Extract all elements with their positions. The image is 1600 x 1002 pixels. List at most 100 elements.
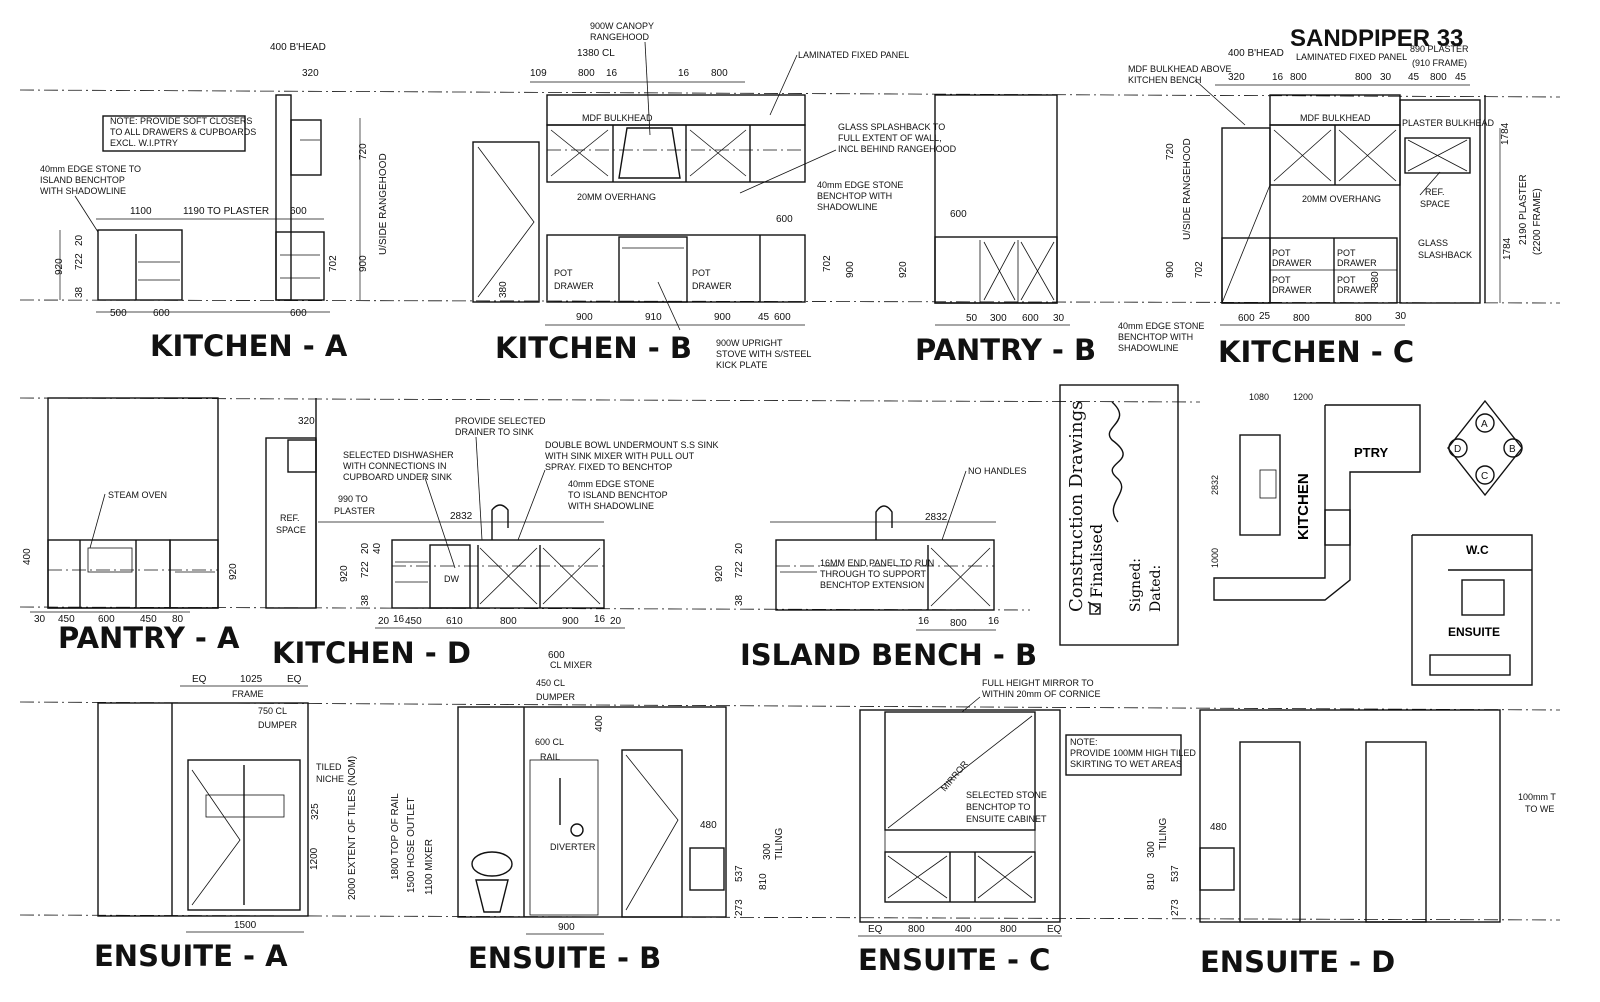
annotation-text: SHADOWLINE [1118, 343, 1179, 353]
pantry-a-title: PANTRY - A [58, 621, 240, 655]
plan-kitchen: KITCHEN [1295, 473, 1312, 540]
annotation-text: 900 [845, 261, 856, 278]
annotation-text: 400 [22, 548, 33, 565]
annotation-text: 30 [34, 614, 46, 625]
annotation-text: 450 [405, 616, 422, 627]
kitchen-c-elevation: MDF BULKHEAD ABOVE KITCHEN BENCH LAMINAT… [1118, 44, 1543, 369]
annotation-text: 1080 [1249, 392, 1269, 402]
annotation-text: 600 [153, 308, 170, 319]
annotation-text: GLASS SPLASHBACK TO [838, 122, 945, 132]
annotation-text: 1100 [130, 206, 152, 217]
annotation-text: 600 CL [535, 737, 564, 747]
annotation-text: REF. [1425, 187, 1445, 197]
annotation-text: EQ [1047, 924, 1062, 935]
annotation-text: 16 [678, 68, 690, 79]
annotation-text: 40mm EDGE STONE TO [40, 164, 141, 174]
annotation-text: 750 CL [258, 706, 287, 716]
annotation-text: C [1481, 471, 1488, 482]
annotation-text: 38 [734, 594, 745, 606]
annotation-text: 600 [776, 214, 793, 225]
annotation-text: 800 [1290, 72, 1307, 83]
annotation-text: 810 [1146, 873, 1157, 890]
annotation-text: KITCHEN BENCH [1128, 75, 1202, 85]
annotation-text: 800 [1355, 313, 1372, 324]
annotation-text: 722 [734, 561, 745, 578]
annotation-text: 800 [950, 618, 967, 629]
annotation-text: 1000 [1210, 548, 1220, 568]
annotation-text: PROVIDE 100MM HIGH TILED [1070, 748, 1196, 758]
annotation-text: 16MM END PANEL TO RUN [820, 558, 934, 568]
ensuite-c-title: ENSUITE - C [858, 943, 1050, 977]
annotation-text: RAIL [540, 752, 560, 762]
annotation-text: 1200 [1293, 392, 1313, 402]
annotation-text: 45 [758, 312, 770, 323]
annotation-text: NOTE: PROVIDE SOFT CLOSERS [110, 116, 252, 126]
annotation-text: (910 FRAME) [1412, 58, 1467, 68]
annotation-text: 38 [74, 286, 85, 298]
annotation-text: DRAWER [1337, 285, 1377, 295]
annotation-text: PLASTER [334, 506, 376, 516]
annotation-text: 537 [734, 865, 745, 882]
annotation-text: 50 [966, 313, 978, 324]
annotation-text: 80 [172, 614, 184, 625]
annotation-text: WITH SHADOWLINE [40, 186, 126, 196]
annotation-text: 600 [290, 308, 307, 319]
annotation-text: 722 [74, 253, 85, 270]
annotation-text: 722 [360, 561, 371, 578]
annotation-text: CL MIXER [550, 660, 593, 670]
annotation-text: SHADOWLINE [817, 202, 878, 212]
annotation-text: POT [1272, 248, 1291, 258]
annotation-text: 800 [908, 924, 925, 935]
annotation-text: DRAWER [554, 281, 594, 291]
annotation-text: 1500 HOSE OUTLET [406, 797, 417, 893]
annotation-text: 16 [606, 68, 618, 79]
annotation-text: 400 [594, 715, 605, 732]
annotation-text: 920 [714, 565, 725, 582]
annotation-text: NOTE: [1070, 737, 1098, 747]
annotation-text: 300 [762, 843, 773, 860]
annotation-text: ENSUITE CABINET [966, 814, 1047, 824]
annotation-text: FULL EXTENT OF WALL, [838, 133, 942, 143]
annotation-text: EQ [192, 674, 207, 685]
annotation-text: 45 [1455, 72, 1467, 83]
annotation-text: 600 [290, 206, 307, 217]
annotation-text: SPACE [1420, 199, 1450, 209]
annotation-text: CUPBOARD UNDER SINK [343, 472, 452, 482]
annotation-text: 920 [54, 258, 65, 275]
annotation-text: 1190 TO PLASTER [183, 206, 269, 217]
annotation-text: 1025 [240, 674, 263, 685]
annotation-text: 900 [714, 312, 731, 323]
annotation-text: BENCHTOP WITH [1118, 332, 1193, 342]
annotation-text: 900 [558, 922, 575, 933]
annotation-text: 1500 [234, 920, 257, 931]
annotation-text: 100mm T [1518, 792, 1556, 802]
annotation-text: MDF BULKHEAD ABOVE [1128, 64, 1232, 74]
annotation-text: 900 [576, 312, 593, 323]
annotation-text: 16 [393, 614, 405, 625]
kitchen-d-title: KITCHEN - D [272, 636, 471, 670]
annotation-text: 920 [339, 565, 350, 582]
annotation-text: SKIRTING TO WET AREAS [1070, 759, 1182, 769]
annotation-text: STOVE WITH S/STEEL [716, 349, 811, 359]
annotation-text: 400 B'HEAD [270, 42, 326, 53]
annotation-text: DRAWER [1337, 258, 1377, 268]
annotation-text: 30 [1380, 72, 1392, 83]
annotation-text: MIRROR [939, 759, 970, 794]
annotation-text: 720 [1165, 143, 1176, 160]
annotation-text: 702 [1194, 261, 1205, 278]
annotation-text: A [1481, 419, 1488, 430]
ensuite-b-elevation: CL MIXER 450 CL DUMPER 600 CL RAIL DIVER… [457, 650, 785, 975]
annotation-text: 273 [734, 899, 745, 916]
annotation-text: 800 [500, 616, 517, 627]
floor-plan: 1080 1200 2832 1000 PTRY KITCHEN W.C ENS… [1210, 392, 1533, 686]
annotation-text: BENCHTOP WITH [817, 191, 892, 201]
annotation-text: 2832 [925, 512, 948, 523]
annotation-text: NICHE [316, 774, 344, 784]
annotation-text: LAMINATED FIXED PANEL [1296, 52, 1407, 62]
annotation-text: 890 PLASTER [1410, 44, 1469, 54]
annotation-text: STEAM OVEN [108, 490, 167, 500]
annotation-text: 380 [498, 281, 509, 298]
annotation-text: DOUBLE BOWL UNDERMOUNT S.S SINK [545, 440, 719, 450]
annotation-text: 900 [562, 616, 579, 627]
